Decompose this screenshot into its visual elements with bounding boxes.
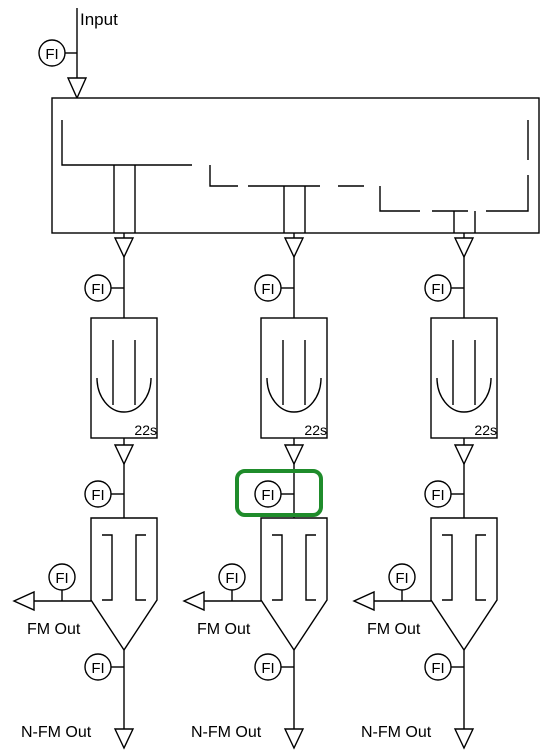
line-1-mid-fi-circle (84, 480, 112, 508)
line-2-nfm-arrow (283, 728, 305, 750)
line-2-separator-baffle-right (305, 534, 316, 601)
input-section: Input FI (38, 8, 118, 100)
line-2-timer-label: 22s (304, 422, 327, 438)
line-1-fm-fi-circle (48, 563, 76, 591)
line-2-fm-out-label: FM Out (197, 621, 251, 638)
line-1-feed-fi-circle (84, 274, 112, 302)
line-3-tank (430, 317, 498, 439)
line-1-feed-arrow (113, 237, 135, 259)
line-3-separator-baffle-left (442, 534, 453, 601)
input-flow-indicator (38, 39, 66, 67)
line-3-feed-fi-label: FI (431, 281, 444, 298)
line-3-fm-arrow (352, 590, 375, 612)
line-1-tank (90, 317, 158, 439)
line-3-fm-out-label: FM Out (367, 621, 421, 638)
input-label: Input (80, 10, 118, 29)
line-1-fm-arrow (12, 590, 35, 612)
line-3-feed-arrow (453, 237, 475, 259)
line-1-separator-baffle-right (135, 534, 146, 601)
line-3-nfm-fi-label: FI (431, 660, 444, 677)
line-3-separator-baffle-right (475, 534, 486, 601)
line-1-nfm-out-label: N-FM Out (21, 724, 92, 741)
line-3-fm-fi-label: FI (395, 570, 408, 587)
line-1-nfm-fi-label: FI (91, 660, 104, 677)
line-2-separator-baffle-left (272, 534, 283, 601)
splitter-weir-1 (61, 120, 238, 187)
line-2-tank-bowl (266, 377, 322, 413)
splitter-unit (51, 97, 540, 234)
line-2-fm-fi-circle (218, 563, 246, 591)
line-3-mid-fi-label: FI (431, 487, 444, 504)
line-2-fm-fi-label: FI (225, 570, 238, 587)
line-3-tank-bowl (436, 377, 492, 413)
line-1-tank-bowl (96, 377, 152, 413)
line-2-nfm-out-label: N-FM Out (191, 724, 262, 741)
line-1-mid-fi-label: FI (91, 487, 104, 504)
line-1-nfm-fi-circle (84, 653, 112, 681)
line-1-feed-fi-label: FI (91, 281, 104, 298)
line-2-nfm-fi-label: FI (261, 660, 274, 677)
line-3-nfm-fi-circle (424, 653, 452, 681)
line-2-separator (260, 517, 328, 652)
line-1-timer-label: 22s (134, 422, 157, 438)
line-2-mid-fi-label: FI (261, 487, 274, 504)
line-2-mid-arrow (283, 444, 305, 466)
line-3-nfm-out-label: N-FM Out (361, 724, 432, 741)
line-3-fm-fi-circle (388, 563, 416, 591)
input-arrow (66, 77, 88, 100)
line-3-nfm-arrow (453, 728, 475, 750)
line-3-mid-arrow (453, 444, 475, 466)
line-3-feed-fi-circle (424, 274, 452, 302)
line-1-separator-baffle-left (102, 534, 113, 601)
line-2-fm-arrow (182, 590, 205, 612)
line-1-fm-fi-label: FI (55, 570, 68, 587)
line-2-tank (260, 317, 328, 439)
line-2-feed-fi-circle (254, 274, 282, 302)
input-fi-label: FI (45, 46, 58, 63)
line-1-nfm-arrow (113, 728, 135, 750)
line-2-nfm-fi-circle (254, 653, 282, 681)
line-3-separator (430, 517, 498, 652)
line-1-fm-out-label: FM Out (27, 621, 81, 638)
line-3-mid-fi-circle (424, 480, 452, 508)
line-1-separator (90, 517, 158, 652)
line-2-highlight-box (235, 469, 323, 517)
line-1-mid-arrow (113, 444, 135, 466)
line-2-feed-fi-label: FI (261, 281, 274, 298)
line-3-timer-label: 22s (474, 422, 497, 438)
line-2-mid-fi-circle (254, 480, 282, 508)
line-2-feed-arrow (283, 237, 305, 259)
